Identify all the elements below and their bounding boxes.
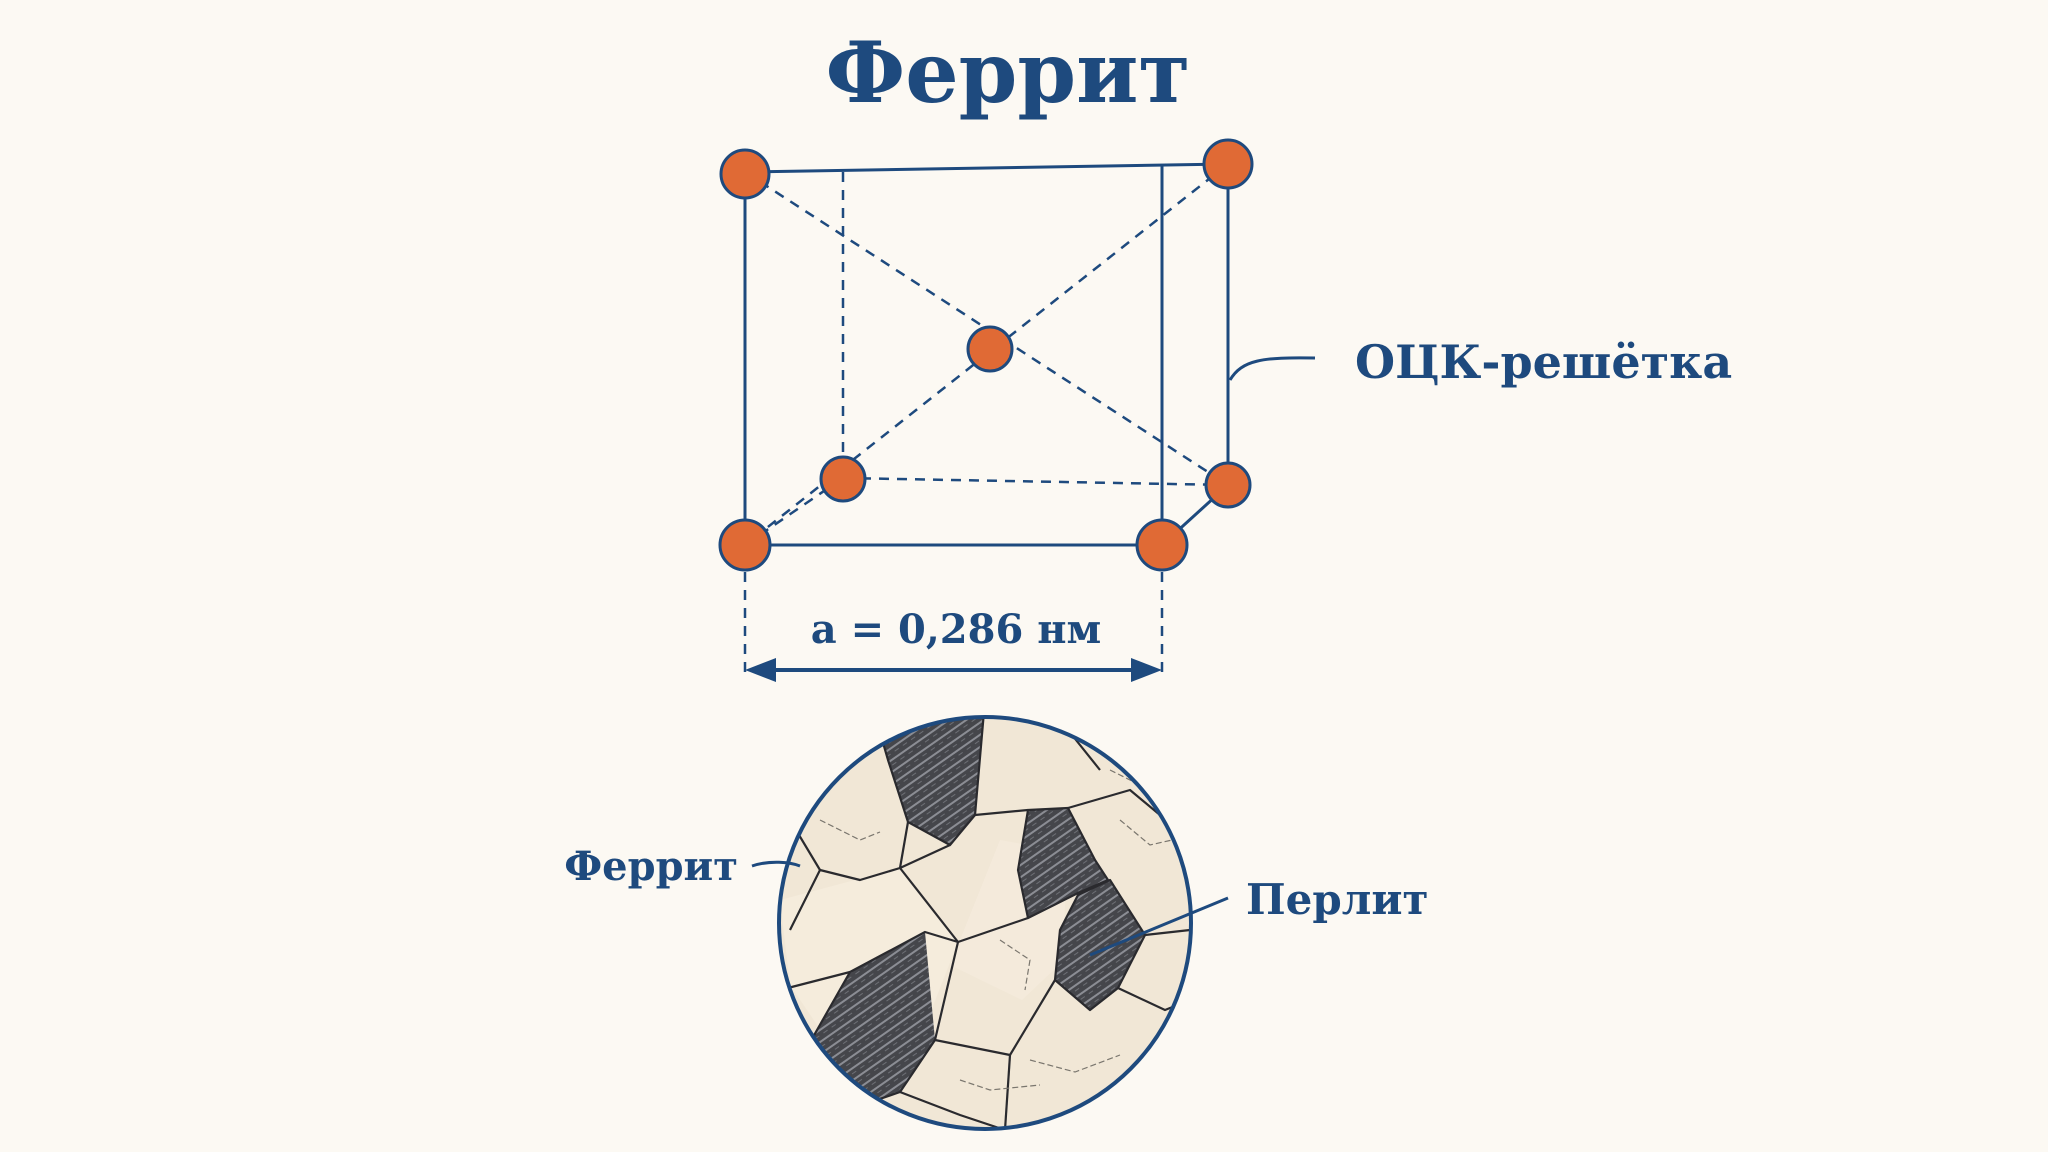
atom xyxy=(1202,138,1254,190)
atom xyxy=(819,455,867,503)
pearlite-label: Перлит xyxy=(1246,875,1429,924)
ferrite-label: Феррит xyxy=(564,843,738,890)
lattice-parameter: a = 0,286 нм xyxy=(811,606,1102,653)
dimension-marker xyxy=(743,572,1164,682)
atom xyxy=(1204,461,1252,509)
atom-center xyxy=(966,325,1014,373)
hidden-edge xyxy=(842,476,1229,487)
bcc-unit-cell xyxy=(718,138,1254,572)
ferrite-leader-line xyxy=(751,860,801,868)
pearlite-grain xyxy=(1018,808,1108,918)
lattice-label: ОЦК-решётка xyxy=(1355,335,1732,389)
pearlite-leader-line xyxy=(1089,896,1229,957)
cell-edge xyxy=(744,162,1229,174)
atom xyxy=(719,148,771,200)
lattice-leader-line xyxy=(1228,356,1316,381)
atom xyxy=(718,518,772,572)
micrograph xyxy=(777,715,1193,1131)
body-diagonal xyxy=(744,170,1229,487)
page-title: Феррит xyxy=(826,23,1191,122)
atom xyxy=(1135,518,1189,572)
